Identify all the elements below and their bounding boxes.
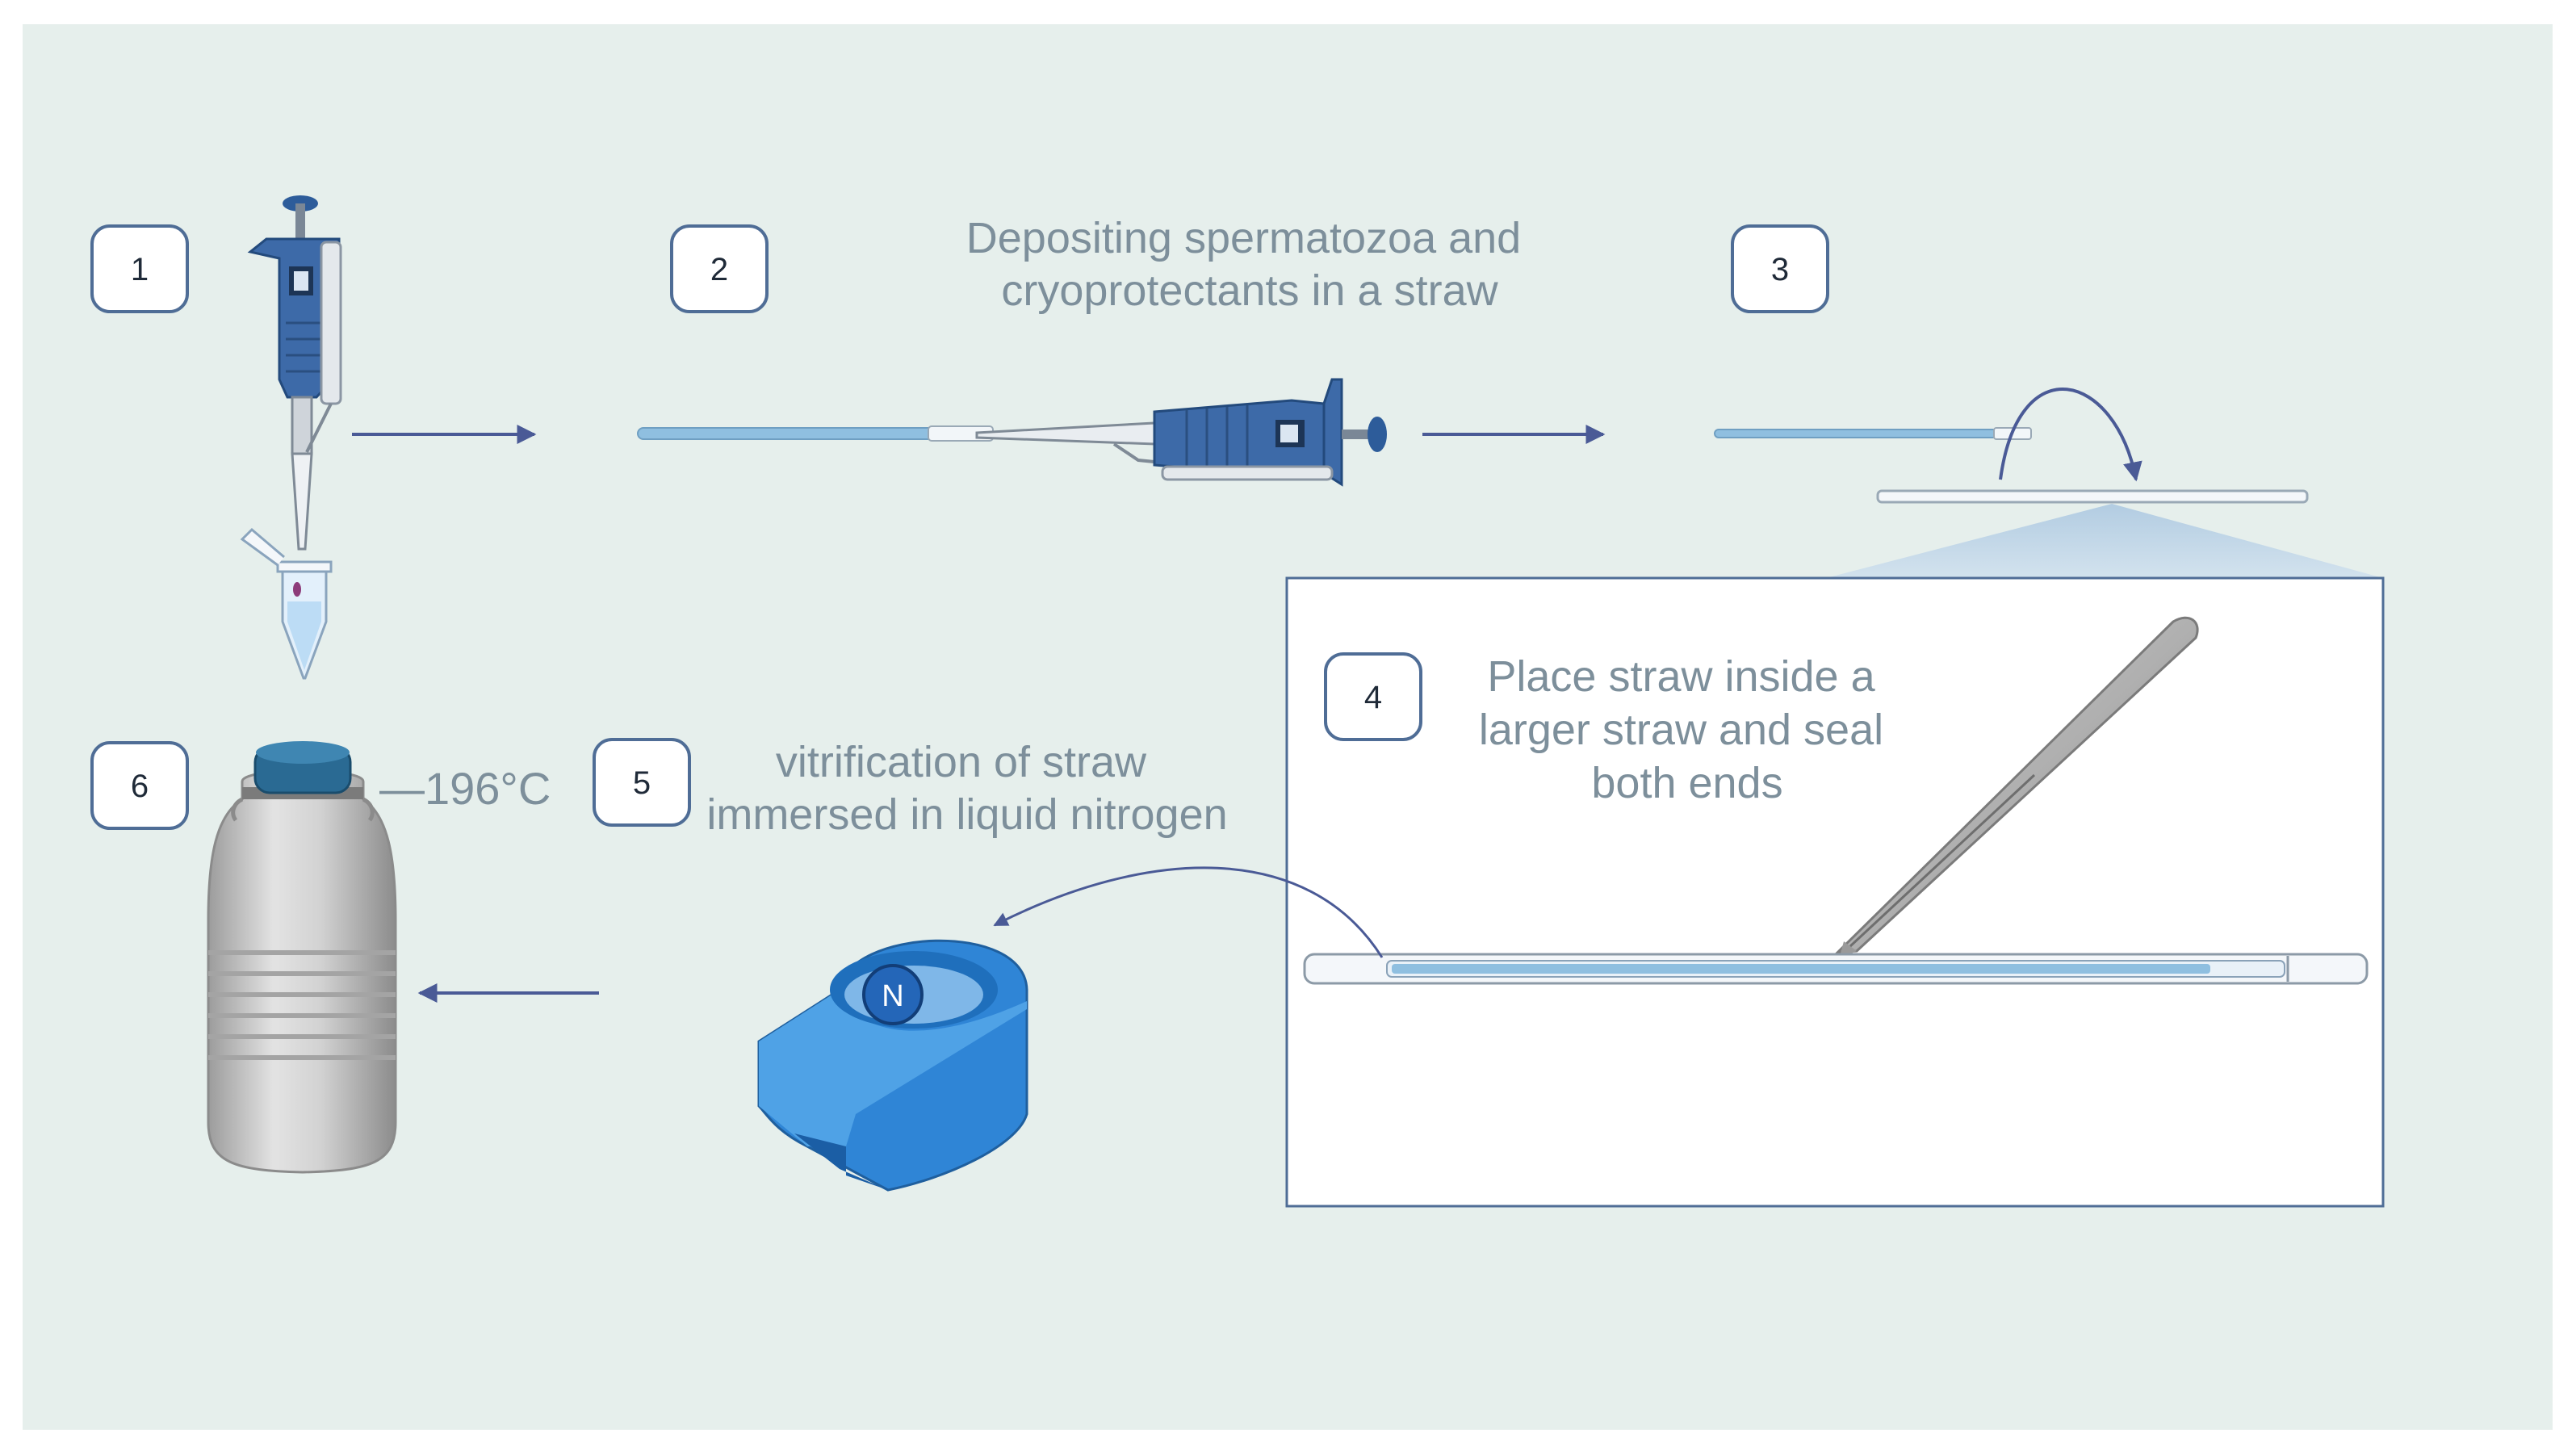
step-5-number: 5 — [633, 765, 651, 801]
step-1-number: 1 — [131, 252, 149, 287]
step-1-box — [90, 224, 189, 313]
step-4-panel: 4 Place straw inside a larger straw and … — [1285, 576, 2385, 1208]
step-5-caption-line-1: vitrification of straw — [776, 738, 1147, 786]
step-4-caption-line-1: Place straw inside a — [1487, 652, 1875, 701]
step-1-group: 1 — [90, 195, 342, 680]
step-2-caption-line-2: cryoprotectants in a straw — [1001, 266, 1498, 315]
step-2-caption-line-1: Depositing spermatozoa and — [966, 214, 1521, 262]
step-6-box — [90, 741, 189, 830]
step-2-group: 2 Depositing spermatozoa and cryoprotect… — [637, 214, 1533, 487]
nitrogen-badge: N — [862, 964, 924, 1025]
step-4-box — [1324, 652, 1422, 741]
straw-icon — [1303, 953, 2369, 985]
zoom-wedge — [1826, 504, 2383, 578]
larger-straw — [1876, 489, 2309, 504]
step-3-number: 3 — [1771, 252, 1789, 287]
nitrogen-badge-label: N — [882, 979, 903, 1013]
tweezers-icon — [1833, 616, 2199, 959]
step-4-number: 4 — [1364, 680, 1382, 715]
step-6-number: 6 — [131, 769, 149, 804]
step-4-caption-line-3: both ends — [1591, 759, 1782, 807]
step-2-box — [670, 224, 769, 313]
zoom-panel — [1285, 576, 2385, 1208]
step-2-caption: Depositing spermatozoa and cryoprotectan… — [966, 214, 1533, 315]
curved-arrow-step4-to-step5 — [993, 866, 1384, 958]
step-3-box — [1731, 224, 1829, 313]
step-6-group: 6 —196°C — [90, 741, 551, 1174]
straw-icon — [637, 425, 994, 442]
straw-icon — [1714, 427, 2032, 440]
step-3-group: 3 — [1714, 224, 2383, 578]
step-6-temperature: —196°C — [379, 763, 551, 814]
tube-icon — [240, 527, 333, 680]
step-2-number: 2 — [710, 252, 728, 287]
curved-arrow-insert-straw — [1999, 387, 2142, 482]
step-5-caption: vitrification of straw immersed in liqui… — [706, 738, 1227, 839]
pipette-icon — [975, 378, 1387, 487]
step-5-group: 5 vitrification of straw immersed in liq… — [593, 738, 1228, 1192]
dewar-flask-icon — [207, 741, 397, 1174]
step-4-caption-line-2: larger straw and seal — [1479, 706, 1883, 754]
step-5-caption-line-2: immersed in liquid nitrogen — [706, 790, 1227, 839]
step-5-box — [593, 738, 691, 827]
pipette-icon — [247, 195, 342, 551]
step-4-caption: Place straw inside a larger straw and se… — [1479, 652, 1895, 807]
liquid-nitrogen-bath-icon — [757, 939, 1028, 1192]
